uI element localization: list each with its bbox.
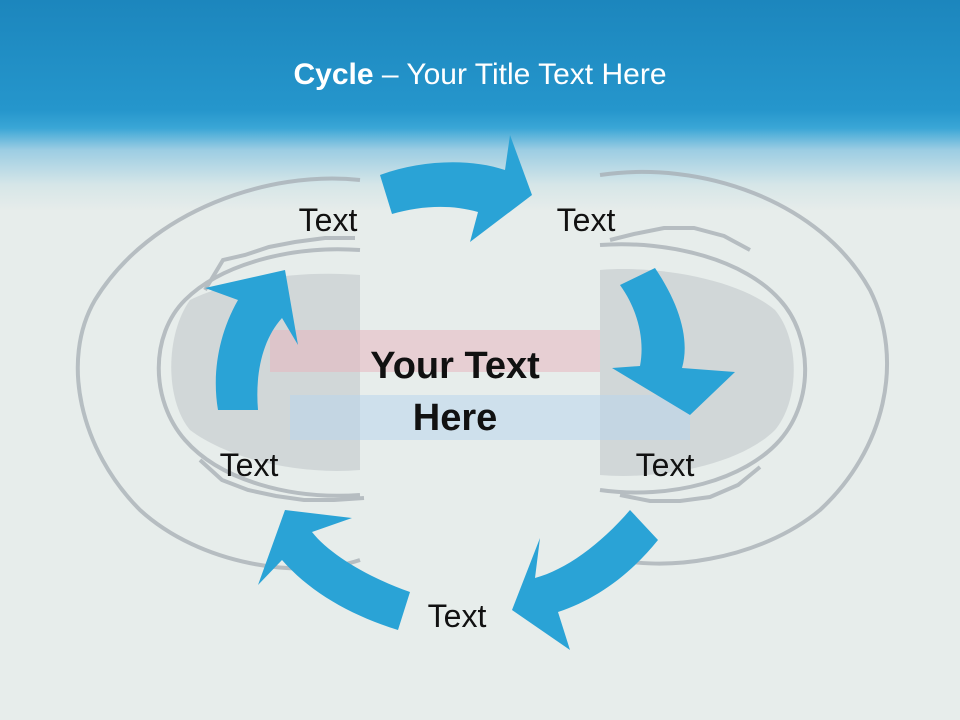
center-text-line2: Here [412,397,498,439]
node-label-2: Text [556,202,616,238]
node-label-5: Text [219,447,279,483]
slide-title: Cycle – Your Title Text Here [0,55,960,95]
slide-background [0,210,960,720]
curved-arrow-icon [380,135,532,242]
title-rest: – Your Title Text Here [373,58,667,91]
node-label-1: Text [298,202,358,238]
title-bold: Cycle [293,58,374,91]
curved-arrow-icon [512,510,658,650]
center-text-line1: Your Text [370,345,540,387]
node-label-3: Text [635,447,695,483]
center-text: Your Text Here [330,340,580,444]
curved-arrow-icon [205,270,298,410]
curved-arrow-icon [258,510,410,630]
curved-arrow-icon [612,268,735,415]
node-label-4: Text [427,598,487,634]
